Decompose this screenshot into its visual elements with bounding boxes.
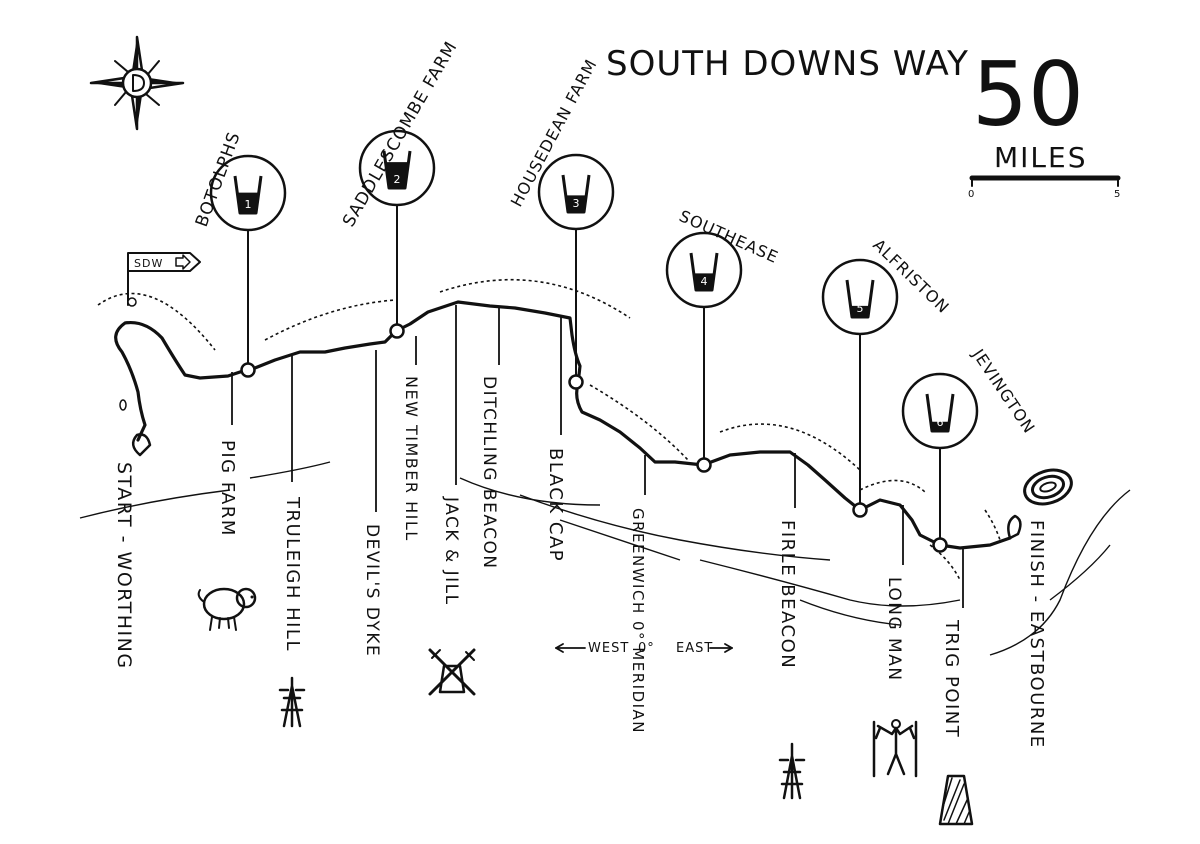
signpost-label: SDW (134, 257, 163, 270)
cup-icon: 5 (845, 279, 875, 319)
finish-pin-icon (1007, 514, 1022, 540)
scale-bar: 0 5 (968, 175, 1121, 200)
meridian-arrows: WEST 0° EAST (555, 641, 733, 656)
meridian-symbol: 0° (638, 641, 655, 656)
waypoint-label: JACK & JILL (441, 496, 461, 606)
cup-icon: 2 (382, 150, 412, 190)
waypoint-label: NEW TIMBER HILL (402, 376, 421, 542)
checkpoint-circle (821, 258, 899, 336)
waypoint-label: PIG FARM (217, 440, 238, 537)
waypoint-label: FINISH - EASTBOURNE (1026, 520, 1047, 749)
checkpoint-marker (696, 457, 712, 473)
sdw-signpost: SDW (127, 252, 201, 307)
checkpoint-circle (665, 231, 743, 309)
running-track-icon (1023, 468, 1073, 506)
mast-icon (278, 676, 306, 728)
trig-point-icon (938, 774, 974, 826)
checkpoint-number: 5 (857, 302, 864, 315)
waypoint-label: TRIG POINT (941, 619, 962, 738)
waypoint-label: DEVIL'S DYKE (362, 524, 382, 657)
cup-icon: 3 (561, 174, 591, 214)
route-path (114, 300, 1012, 550)
checkpoint-marker (568, 374, 584, 390)
meridian-east: EAST (676, 641, 713, 656)
hills (97, 278, 1001, 581)
checkpoint-number: 1 (245, 198, 252, 211)
cup-icon: 1 (233, 175, 263, 215)
checkpoint-circle (537, 153, 615, 231)
map-title: SOUTH DOWNS WAY (606, 44, 969, 84)
scale-start: 0 (968, 189, 975, 200)
scale-end: 5 (1114, 189, 1121, 200)
meridian-west: WEST (588, 641, 629, 656)
waypoint-label: DITCHLING BEACON (479, 376, 499, 570)
checkpoint-number: 2 (394, 173, 401, 186)
checkpoint-name: JEVINGTON (968, 345, 1039, 437)
checkpoint-marker (389, 323, 405, 339)
start-pin-icon (119, 399, 152, 457)
checkpoint-circle (901, 372, 979, 450)
distance-value: 50 (972, 43, 1084, 146)
checkpoint-marker (240, 362, 256, 378)
compass-rose-icon (89, 35, 185, 131)
checkpoint-number: 4 (701, 275, 708, 288)
waypoint-label: LONG MAN (884, 577, 904, 682)
mast-icon (778, 742, 806, 800)
cup-icon: 4 (689, 252, 719, 292)
waypoint-label: GREENWICH 0° MERIDIAN (629, 508, 647, 734)
cup-icon: 6 (925, 393, 955, 433)
waypoint-label: TRULEIGH HILL (282, 496, 303, 652)
waypoint-label: START - WORTHING (113, 462, 135, 670)
checkpoint-marker (852, 502, 868, 518)
checkpoint-number: 3 (573, 197, 580, 210)
checkpoint-number: 6 (937, 416, 944, 429)
waypoint-labels: START - WORTHING PIG FARM TRULEIGH HILL DEV… (113, 376, 1047, 749)
distance-unit: MILES (994, 141, 1087, 174)
waypoint-label: BLACK CAP (545, 448, 566, 562)
pig-icon (197, 587, 257, 631)
checkpoint-marker (932, 537, 948, 553)
waypoint-stems (231, 305, 964, 608)
long-man-icon (872, 719, 918, 778)
background-roads (79, 461, 1131, 656)
waypoint-label: FIRLE BEACON (777, 520, 798, 669)
windmill-icon (428, 648, 476, 696)
